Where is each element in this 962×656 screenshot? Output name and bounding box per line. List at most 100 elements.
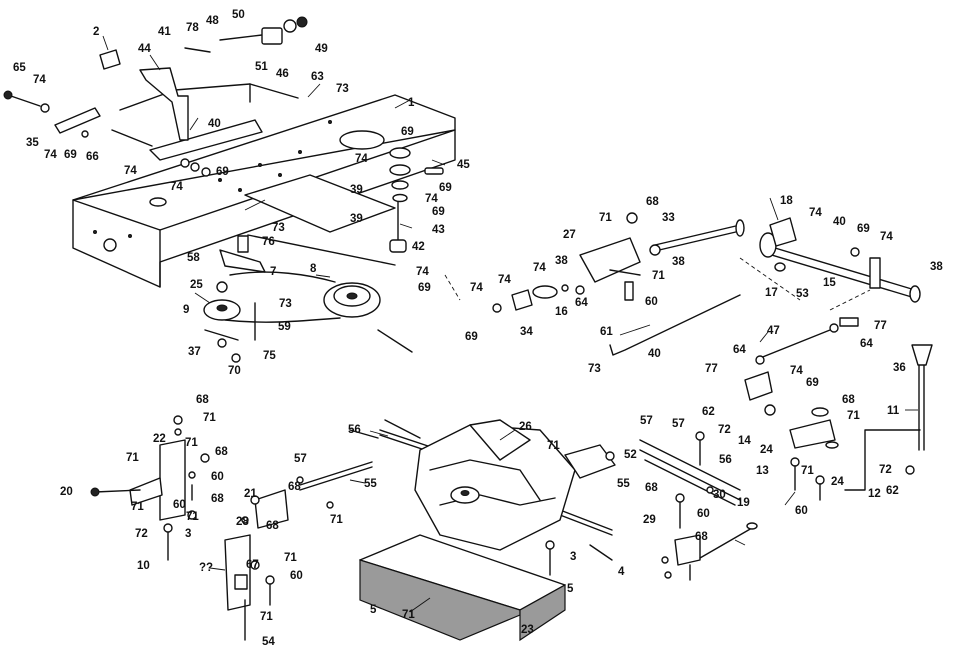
label-69-frame: 69 — [216, 166, 229, 178]
label-8: 8 — [310, 263, 317, 275]
label-11: 11 — [887, 405, 900, 417]
label-60-left: 20 — [60, 486, 73, 498]
label-71-23: 29 — [643, 514, 656, 526]
label-71-28: 55 — [617, 478, 630, 490]
label-22: 22 — [153, 433, 166, 445]
label-60-19: 54 — [262, 636, 275, 648]
label-62-lever-b: 62 — [886, 485, 899, 497]
label-69-lever: 69 — [806, 377, 819, 389]
label-74-shaft-b: 74 — [880, 231, 893, 243]
label-74-idler: 74 — [355, 153, 368, 165]
label-73-pulley: 73 — [279, 298, 292, 310]
label-36: 36 — [893, 362, 906, 374]
label-56-left: 57 — [294, 453, 307, 465]
label-61: 61 — [600, 326, 613, 338]
lever-assembly — [744, 344, 933, 501]
label-71-shaft: 71 — [652, 270, 665, 282]
label-71-left-c: 71 — [126, 452, 139, 464]
label-71-left-f: 72 — [135, 528, 148, 540]
label-53: 53 — [796, 288, 809, 300]
rods-mid — [609, 294, 859, 365]
label-63: 63 — [311, 71, 324, 83]
label-56-right: 60 — [697, 508, 710, 520]
label-71-left-a: 71 — [203, 412, 216, 424]
label-5-right: 23 — [521, 624, 534, 636]
left-hardware — [3, 90, 153, 147]
label-37: 37 — [188, 346, 201, 358]
label-64-rod-a: 64 — [733, 344, 746, 356]
label-68-bracket: 68 — [646, 196, 659, 208]
label-74-frame-b: 74 — [170, 181, 183, 193]
label-17: 17 — [765, 287, 778, 299]
lower-plate — [244, 174, 396, 233]
label-71-left-b: 71 — [185, 437, 198, 449]
label-68-19: 67 — [246, 559, 259, 571]
label-74-idler-c: 74 — [425, 193, 438, 205]
label-45: 45 — [457, 159, 470, 171]
label-33: 33 — [662, 212, 675, 224]
label-44: 44 — [138, 43, 151, 55]
label-10: 26 — [519, 421, 532, 433]
idler-stack — [180, 147, 444, 203]
label-30: 19 — [737, 497, 750, 509]
label-58: 58 — [187, 252, 200, 264]
label-40-top: 40 — [208, 118, 221, 130]
label-73-rod: 73 — [588, 363, 601, 375]
label-34: 34 — [520, 326, 533, 338]
label-55-left: 71 — [330, 514, 343, 526]
label-60-bracket: 60 — [645, 296, 658, 308]
label-47: 47 — [767, 325, 780, 337]
label-54: 5 — [567, 583, 574, 595]
label-18: 18 — [780, 195, 793, 207]
label-38-shaft: 38 — [672, 256, 685, 268]
label-71-bracket-21: 28 — [236, 516, 249, 528]
label-57-left: 68 — [288, 481, 301, 493]
label-41: 41 — [158, 26, 171, 38]
label-19: ?? — [199, 562, 213, 574]
label-74-spring-c: 74 — [470, 282, 483, 294]
label-35: 35 — [26, 137, 39, 149]
frame-plate — [149, 119, 263, 161]
label-49: 49 — [315, 43, 328, 55]
label-66: 66 — [86, 151, 99, 163]
label-69-spring: 69 — [465, 331, 478, 343]
base-plate — [359, 534, 566, 642]
transaxle — [349, 419, 613, 551]
label-4: 71 — [402, 609, 415, 621]
label-unknown-part: 71 — [284, 552, 297, 564]
label-60-right: 68 — [645, 482, 658, 494]
label-71-54: 3 — [570, 551, 576, 563]
label-64-rod-b: 64 — [860, 338, 873, 350]
label-57-right-a: 56 — [719, 454, 732, 466]
label-23: 68 — [695, 531, 708, 543]
label-68-bracket-21: 21 — [244, 488, 257, 500]
label-9: 9 — [183, 304, 189, 316]
label-65: 65 — [13, 62, 26, 74]
label-70: 70 — [228, 365, 241, 377]
label-74-spring-b: 74 — [498, 274, 511, 286]
rod-26 — [296, 461, 373, 509]
label-39-b: 39 — [350, 213, 363, 225]
label-68-lever: 68 — [842, 394, 855, 406]
label-3-top: 56 — [348, 424, 361, 436]
label-71-lever: 71 — [847, 410, 860, 422]
label-20: 71 — [131, 501, 144, 513]
label-28: 71 — [547, 440, 560, 452]
label-7: 7 — [270, 266, 276, 278]
label-27: 27 — [563, 229, 576, 241]
label-76: 76 — [262, 236, 275, 248]
label-3-bottom: 4 — [618, 566, 625, 578]
label-60-left-b: 68 — [211, 493, 224, 505]
label-75: 75 — [263, 350, 276, 362]
label-2: 2 — [93, 26, 99, 38]
label-68-left-c: 71 — [186, 511, 199, 523]
rods-upper — [119, 83, 407, 266]
label-69-left: 69 — [64, 149, 77, 161]
label-77-upper: 77 — [874, 320, 887, 332]
label-71-left-d: 60 — [211, 471, 224, 483]
label-57-right-b: 30 — [713, 489, 726, 501]
label-1: 1 — [408, 97, 415, 109]
left-brackets — [90, 415, 289, 641]
